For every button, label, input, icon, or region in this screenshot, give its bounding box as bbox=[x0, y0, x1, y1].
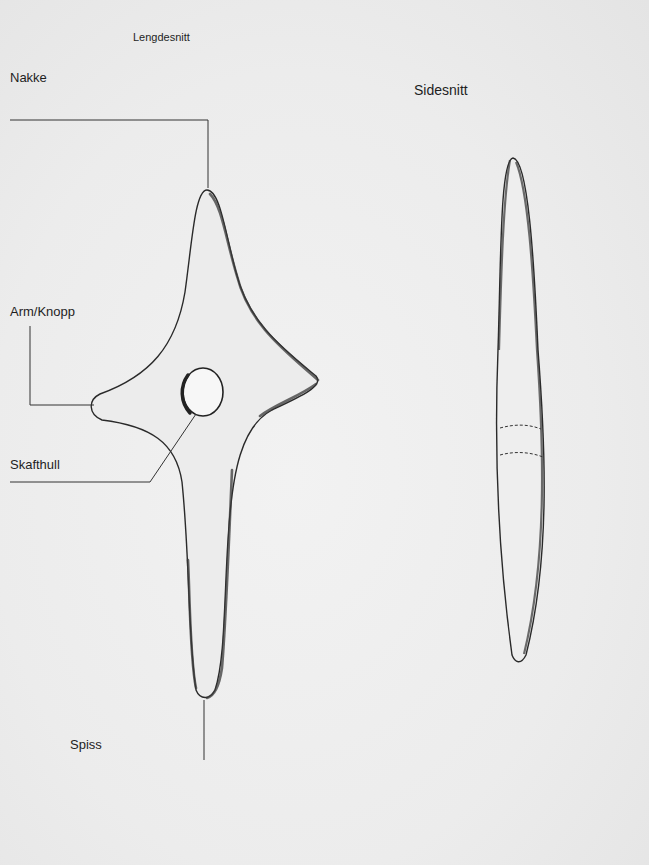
side-shading bbox=[499, 160, 542, 654]
leader-lines bbox=[10, 120, 208, 760]
shaft-hole bbox=[183, 368, 223, 416]
shaft-hole-shading bbox=[182, 375, 190, 413]
side-view bbox=[497, 158, 545, 662]
part-label: Arm/Knopp bbox=[10, 305, 75, 320]
hole-line bbox=[500, 453, 543, 457]
front-view bbox=[91, 190, 318, 698]
part-label: Sidesnitt bbox=[414, 82, 468, 98]
part-label: Nakke bbox=[10, 71, 47, 86]
side-outline bbox=[497, 158, 545, 662]
part-label: Spiss bbox=[70, 738, 102, 753]
leader-line bbox=[204, 700, 205, 760]
axe-shading bbox=[188, 194, 318, 698]
hole-line bbox=[500, 425, 541, 429]
axe-outline bbox=[91, 190, 317, 698]
leader-line bbox=[10, 120, 208, 188]
part-label: Lengdesnitt bbox=[133, 31, 190, 44]
part-label: Skafthull bbox=[10, 458, 60, 473]
leader-line bbox=[10, 414, 196, 482]
leader-line bbox=[30, 326, 94, 405]
